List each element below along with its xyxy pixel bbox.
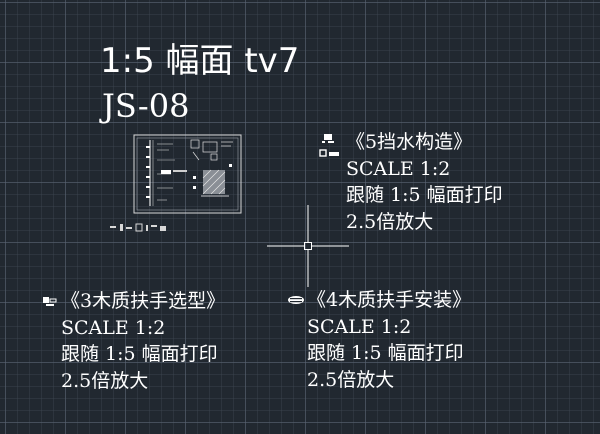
note-print-follow: 跟随 1:5 幅面打印 (61, 343, 218, 365)
drawing-number[interactable]: JS-08 (102, 87, 190, 125)
annotation-note-4[interactable]: 《4木质扶手安装》 SCALE 1:2 跟随 1:5 幅面打印 2.5倍放大 (307, 287, 471, 393)
sheet-label-icon (110, 223, 166, 232)
note-heading: 《3木质扶手选型》 (61, 290, 226, 312)
note-scale: SCALE 1:2 (307, 315, 412, 338)
note-enlarge: 2.5倍放大 (61, 369, 149, 392)
note-heading: 《5挡水构造》 (346, 131, 473, 153)
note-print-follow: 跟随 1:5 幅面打印 (307, 342, 464, 364)
note-scale: SCALE 1:2 (61, 316, 166, 339)
annotation-note-5[interactable]: 《5挡水构造》 SCALE 1:2 跟随 1:5 幅面打印 2.5倍放大 (346, 129, 503, 235)
block-reference-icon[interactable] (287, 293, 305, 307)
drawing-sheet-thumbnail[interactable] (133, 134, 242, 214)
drawing-title[interactable]: 1:5 幅面 tv7 (100, 41, 300, 81)
note-heading: 《4木质扶手安装》 (307, 289, 472, 311)
note-scale: SCALE 1:2 (346, 157, 451, 180)
block-reference-icon[interactable] (318, 132, 342, 160)
note-enlarge: 2.5倍放大 (346, 210, 434, 233)
note-print-follow: 跟随 1:5 幅面打印 (346, 184, 503, 206)
note-enlarge: 2.5倍放大 (307, 368, 395, 391)
annotation-note-3[interactable]: 《3木质扶手选型》 SCALE 1:2 跟随 1:5 幅面打印 2.5倍放大 (61, 288, 225, 394)
block-reference-icon[interactable] (42, 294, 58, 308)
